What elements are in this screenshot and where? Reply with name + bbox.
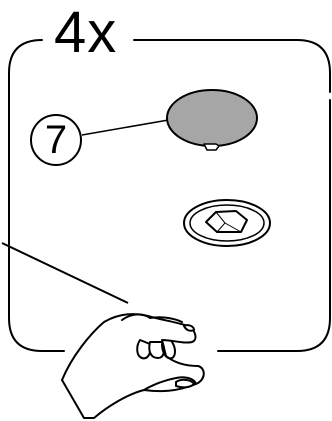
gray-oval-part-icon bbox=[166, 89, 258, 151]
hand-pinching-icon bbox=[61, 313, 205, 419]
callout-leader-line bbox=[81, 117, 181, 136]
hexagon-slot-icon bbox=[183, 199, 271, 247]
quantity-label: 4x bbox=[54, 0, 118, 65]
frame-bottom-left-edge bbox=[8, 317, 65, 352]
frame-top-left-edge bbox=[8, 39, 43, 319]
instruction-frame bbox=[8, 39, 331, 352]
frame-top-edge bbox=[133, 39, 331, 93]
callout-number: 7 bbox=[44, 118, 68, 162]
callout-circle bbox=[30, 114, 82, 166]
part-peg bbox=[203, 143, 220, 151]
guide-line bbox=[1, 242, 129, 304]
frame-right-edge bbox=[217, 99, 331, 352]
